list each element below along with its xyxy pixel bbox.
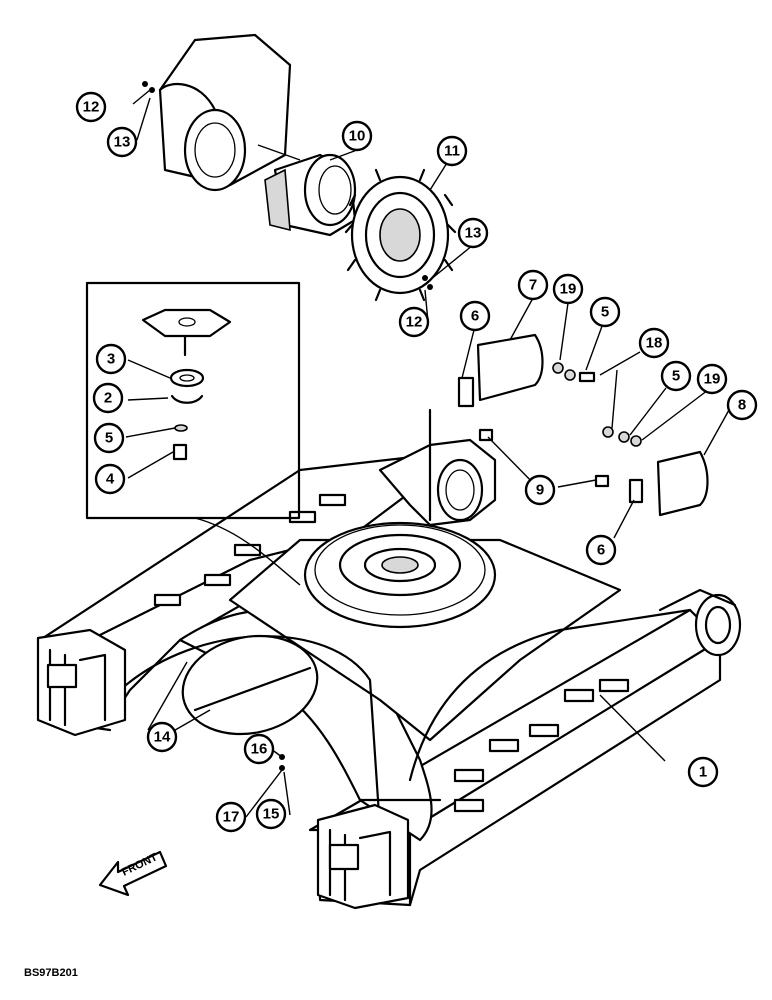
bottom-cover-plate [181,634,319,771]
svg-text:11: 11 [444,143,460,160]
callout-5c: 5 [660,360,692,392]
svg-text:13: 13 [114,134,131,151]
svg-text:6: 6 [597,542,605,559]
svg-text:19: 19 [704,371,721,388]
figure-reference: BS97B201 [24,967,78,979]
callout-8: 8 [726,389,758,421]
svg-text:9: 9 [536,482,544,499]
svg-text:13: 13 [465,225,482,242]
final-drive [264,153,357,237]
callout-7: 7 [517,269,549,301]
cover-plates [457,333,709,517]
callout-5a: 5 [93,422,125,454]
svg-text:18: 18 [646,335,663,352]
motor-mount-bracket [378,408,497,527]
callout-12b: 12 [398,306,430,338]
svg-text:3: 3 [107,351,115,368]
callout-19a: 19 [552,273,584,305]
callout-16: 16 [243,733,275,765]
callout-19b: 19 [696,363,728,395]
callout-14: 14 [146,721,178,753]
swing-bearing [303,521,497,629]
callout-2: 2 [92,382,124,414]
svg-text:7: 7 [529,277,537,294]
front-direction-arrow: FRONT [98,850,168,897]
svg-text:19: 19 [560,281,577,298]
callout-6a: 6 [459,300,491,332]
callout-17: 17 [215,801,247,833]
fasteners [142,81,642,488]
svg-text:17: 17 [223,809,240,826]
callout-3: 3 [95,343,127,375]
svg-text:2: 2 [104,390,112,407]
sprocket [344,168,457,302]
svg-text:1: 1 [699,764,707,781]
callout-18: 18 [638,327,670,359]
callout-12a: 12 [75,91,107,123]
svg-text:5: 5 [601,304,609,321]
callout-6b: 6 [585,534,617,566]
callout-10: 10 [341,120,373,152]
callout-13b: 13 [457,217,489,249]
svg-text:5: 5 [672,368,680,385]
svg-text:14: 14 [154,729,171,746]
callout-13a: 13 [106,126,138,158]
svg-text:6: 6 [471,308,479,325]
callout-9: 9 [524,474,556,506]
svg-text:4: 4 [106,471,115,488]
callout-4: 4 [94,463,126,495]
svg-text:12: 12 [406,314,423,331]
svg-text:15: 15 [263,806,280,823]
travel-motor-housing [158,33,301,192]
svg-text:10: 10 [349,128,366,145]
callout-11: 11 [436,135,468,167]
callout-15: 15 [255,798,287,830]
inset-detail-box [85,281,301,586]
callout-1: 1 [687,756,719,788]
svg-text:16: 16 [251,741,268,758]
svg-text:12: 12 [83,99,100,116]
svg-text:5: 5 [105,430,113,447]
svg-text:8: 8 [738,397,746,414]
callout-5b: 5 [589,296,621,328]
